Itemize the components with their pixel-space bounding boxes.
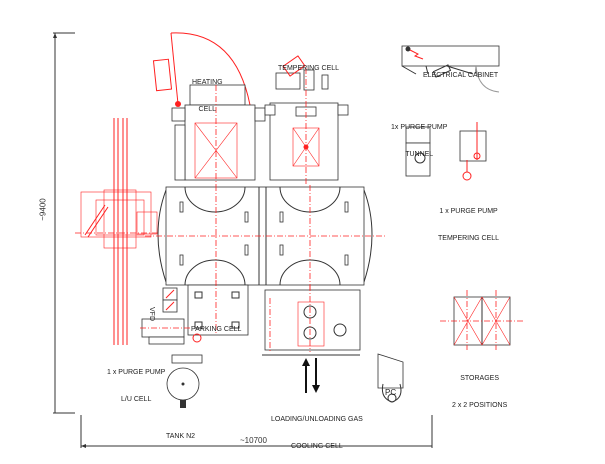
loading-unloading-cell	[262, 285, 361, 356]
purge-pump-lu	[140, 318, 202, 345]
purge-pump-tunnel-label-line2: TUNNEL	[405, 151, 434, 158]
horizontal-dimension-label: ~10700	[240, 436, 267, 445]
purge-pump-tempering	[459, 122, 487, 181]
storages-label-line2: 2 x 2 POSITIONS	[452, 402, 508, 409]
main-chambers	[145, 185, 385, 290]
purge-pump-tempering-label-line1: 1 x PURGE PUMP	[439, 208, 498, 215]
pc-label-line1: PC	[385, 388, 397, 397]
heating-cell-label: HEATING CELL	[192, 60, 223, 123]
vertical-dimension-line	[53, 32, 75, 414]
heating-cell-door	[152, 32, 251, 107]
purge-pump-tunnel	[405, 126, 431, 177]
tank-n2-label-line1: TANK N2	[166, 433, 196, 440]
pc-label: PC	[385, 370, 396, 406]
purge-pump-tempering-label: 1 x PURGE PUMP TEMPERING CELL	[438, 189, 499, 252]
vfd-label: VFD	[138, 307, 174, 321]
storages	[440, 290, 525, 350]
parking-cell-label-line1: PARKING CELL	[191, 326, 242, 333]
storages-label: STORAGES 2 x 2 POSITIONS	[452, 356, 507, 419]
tempering-cell-label-line1: TEMPERING CELL	[278, 65, 340, 72]
heating-cell	[171, 84, 266, 185]
heating-cell-label-line2: CELL	[198, 106, 217, 113]
heating-cell-label-line1: HEATING	[192, 79, 223, 86]
horizontal-dimension-line	[80, 415, 433, 448]
loading-unloading-label-line1: LOADING/UNLOADING GAS	[271, 416, 363, 423]
electrical-cabinet	[401, 45, 500, 93]
electrical-cabinet-label-line1: ELECTRICAL CABINET	[423, 72, 499, 79]
vertical-dimension-label: ~9400	[38, 198, 48, 221]
pc-workstation	[377, 353, 404, 403]
parking-cell-label: PARKING CELL	[191, 307, 241, 343]
purge-pump-tunnel-label-line1: 1x PURGE PUMP	[391, 124, 448, 131]
tempering-cell	[264, 55, 349, 185]
purge-pump-lu-label-line1: 1 x PURGE PUMP	[107, 369, 166, 376]
purge-pump-tunnel-label: 1x PURGE PUMP TUNNEL	[391, 105, 447, 168]
vfd-panel	[162, 287, 178, 313]
tank-n2-label: TANK N2	[166, 414, 195, 450]
loader-transfer-unit	[75, 189, 160, 249]
purge-pump-lu-label-line2: L/U CELL	[121, 396, 152, 403]
electrical-cabinet-label: ELECTRICAL CABINET	[423, 53, 498, 89]
storages-label-line1: STORAGES	[460, 375, 500, 382]
loading-unloading-label: LOADING/UNLOADING GAS COOLING CELL	[271, 397, 363, 460]
purge-pump-tempering-label-line2: TEMPERING CELL	[438, 235, 500, 242]
loading-unloading-label-line2: COOLING CELL	[291, 443, 343, 450]
parking-cell	[187, 280, 249, 336]
tank-n2	[166, 354, 203, 408]
purge-pump-lu-label: 1 x PURGE PUMP L/U CELL	[107, 350, 165, 413]
loading-arrows	[302, 358, 320, 393]
tempering-cell-label: TEMPERING CELL	[278, 46, 339, 82]
tunnel-rails	[113, 118, 128, 345]
vfd-label-line1: VFD	[148, 307, 155, 321]
